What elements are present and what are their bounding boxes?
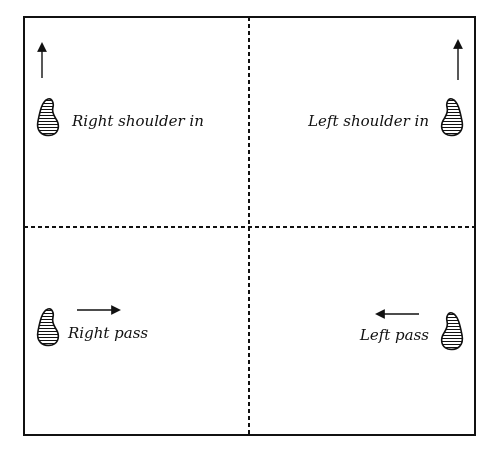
- rider-figure-icon: [440, 98, 464, 137]
- rider-figure-icon: [36, 308, 60, 347]
- quadrant-top-right: Left shoulder in: [307, 39, 464, 137]
- label-left-pass: Left pass: [359, 326, 429, 344]
- label-right-pass: Right pass: [67, 324, 148, 342]
- quadrant-bottom-left: Right pass: [36, 305, 148, 347]
- quadrant-top-left: Right shoulder in: [36, 42, 204, 137]
- rider-figure-icon: [440, 312, 464, 351]
- label-left-shoulder-in: Left shoulder in: [307, 112, 429, 130]
- label-right-shoulder-in: Right shoulder in: [71, 112, 204, 130]
- rider-figure-icon: [36, 98, 60, 137]
- quadrant-bottom-right: Left pass: [359, 309, 464, 351]
